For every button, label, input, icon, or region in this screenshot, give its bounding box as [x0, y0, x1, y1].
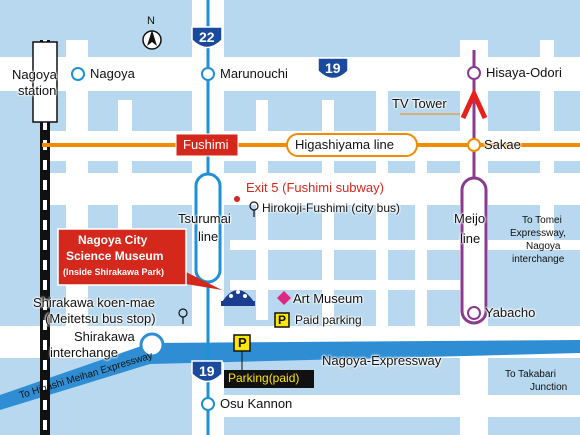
art-museum-label: Art Museum — [293, 291, 364, 306]
road-v-left-2 — [118, 100, 132, 260]
yabacho-station-marker — [467, 306, 481, 320]
compass-icon — [142, 30, 162, 50]
nagoya-station-label-1: Nagoya — [12, 67, 57, 82]
road-h-small-1 — [230, 240, 460, 250]
nagoya-station-label-2: station — [18, 83, 57, 98]
route-shield-top — [191, 26, 223, 49]
bus-stop-label-1: Shirakawa koen-mae — [33, 295, 156, 310]
nagoya-label: Nagoya — [90, 66, 135, 81]
meijo-label-1: Meijo — [454, 211, 486, 226]
road-h-small-3 — [488, 240, 580, 250]
bus-stop-label-2: (Meitetsu bus stop) — [45, 311, 156, 326]
higashiyama-label-box — [286, 133, 418, 157]
to-tomei-label-1: To Tomei — [522, 215, 562, 226]
museum-callout-line1: Nagoya City — [78, 233, 148, 247]
road-v-4 — [376, 60, 388, 350]
hisaya-odori-label: Hisaya-Odori — [486, 65, 562, 80]
nagoya-station-marker — [71, 67, 85, 81]
parking-label-box — [224, 370, 314, 388]
interchange-label-1: Shirakawa — [74, 329, 135, 344]
expressway — [0, 340, 580, 410]
interchange-label-2: interchange — [50, 345, 118, 360]
sakae-label: Sakae — [484, 137, 521, 152]
tsurumai-label-2: line — [198, 229, 219, 244]
osu-kannon-station-marker — [201, 397, 215, 411]
yabacho-label: Yabacho — [485, 305, 536, 320]
paid-parking-icon-box — [274, 312, 290, 328]
route-shield-bottom-shape — [191, 360, 223, 383]
route-shield-bottom — [191, 360, 223, 383]
route-shield-mid — [317, 57, 349, 80]
route-shield-top-shape — [191, 26, 223, 49]
route-shield-mid-shape — [317, 57, 349, 80]
tv-tower-icon — [460, 87, 488, 120]
station-markers — [71, 66, 481, 411]
osu-kannon-label: Osu Kannon — [220, 396, 293, 411]
route-shield-bottom-label: 19 — [199, 363, 215, 379]
paid-parking-label: Paid parking — [295, 313, 362, 327]
exit5-dot — [234, 196, 240, 202]
sakae-station-marker — [467, 138, 481, 152]
route-shield-top-label: 22 — [199, 29, 215, 45]
hisaya-odori-station-marker — [467, 66, 481, 80]
hirokoji-bus-stop-icon — [249, 201, 259, 217]
marunouchi-label: Marunouchi — [220, 66, 288, 81]
science-museum-dome — [222, 290, 254, 302]
exit5-label: Exit 5 (Fushimi subway) — [246, 180, 384, 195]
tsurumai-label-1: Tsurumai — [178, 211, 231, 226]
science-museum-base — [221, 301, 255, 306]
paid-parking-icon-label: P — [278, 313, 287, 327]
science-museum-window-2 — [236, 290, 240, 294]
fushimi-box — [175, 133, 239, 157]
higashiyama-line-label: Higashiyama line — [295, 137, 394, 152]
marunouchi-station-marker — [201, 67, 215, 81]
compass-letter: N — [147, 15, 155, 27]
to-takabari-label-1: To Takabari — [505, 369, 556, 380]
shirakawa-bus-stop-circle — [178, 308, 188, 318]
science-museum-icon — [221, 290, 255, 306]
parking-main-icon-label: P — [238, 335, 247, 350]
to-tomei-label-3: Nagoya — [526, 241, 561, 252]
museum-callout-line2: Science Museum — [66, 249, 164, 263]
parking-paid-label: Parking(paid) — [228, 371, 300, 385]
shirakawa-interchange-marker — [139, 332, 165, 358]
route-shield-mid-label: 19 — [325, 60, 341, 76]
compass-needle — [147, 30, 157, 46]
fushimi-label: Fushimi — [183, 137, 229, 152]
to-takabari-label-2: Junction — [530, 382, 568, 393]
science-museum-window-1 — [229, 294, 233, 298]
road-v-2 — [256, 100, 268, 320]
science-museum-window-3 — [243, 294, 247, 298]
to-tomei-label-2: Expressway, — [510, 228, 566, 239]
nagoya-expressway-label: Nagoya-Expressway — [322, 353, 442, 368]
jr-railway-track — [40, 40, 50, 435]
art-museum-icon — [277, 291, 291, 305]
museum-callout-pointer — [186, 272, 222, 290]
museum-callout-box — [57, 228, 187, 286]
shirakawa-bus-stop-icon — [178, 308, 188, 324]
to-tomei-label-4: interchange — [512, 254, 565, 265]
meijo-label-2: line — [460, 231, 481, 246]
hirokoji-label: Hirokoji-Fushimi (city bus) — [262, 201, 401, 215]
tv-tower-label: TV Tower — [392, 96, 447, 111]
tsurumai-line — [194, 172, 222, 284]
road-h-small-2 — [230, 280, 470, 290]
meijo-line — [460, 176, 488, 325]
nagoya-station-box — [32, 41, 58, 123]
museum-callout-line3: (Inside Shirakawa Park) — [63, 267, 165, 277]
